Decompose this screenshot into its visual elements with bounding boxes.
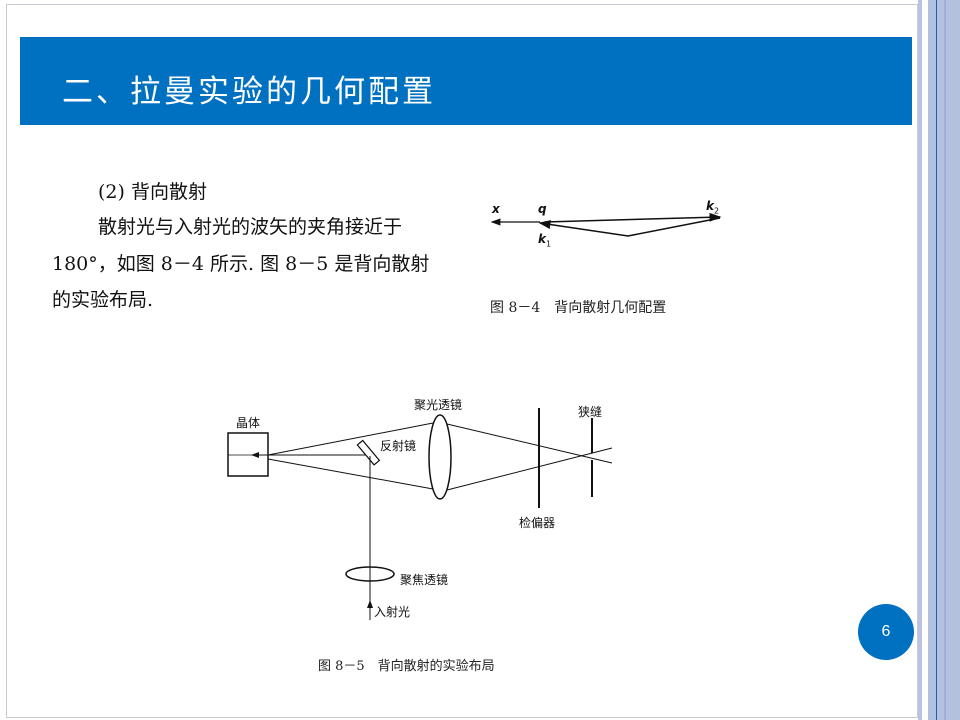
slide-title: 二、拉曼实验的几何配置: [62, 74, 436, 110]
body-line: 180°，如图 8－4 所示. 图 8－5 是背向散射: [52, 253, 430, 275]
figure-8-4-caption: 图 8－4 背向散射几何配置: [490, 300, 667, 316]
label-slit: 狭缝: [578, 405, 603, 419]
label-collecting-lens: 聚光透镜: [414, 398, 463, 412]
label-x: x: [492, 202, 500, 216]
decor-stripe: [918, 0, 922, 720]
label-crystal: 晶体: [236, 416, 261, 430]
k1-subscript: 1: [545, 239, 552, 249]
body-line: 的实验布局.: [52, 289, 154, 311]
mirror: [356, 439, 381, 466]
body-heading: (2) 背向散射: [98, 181, 207, 203]
k1-vector: [538, 217, 721, 237]
figure-8-5-diagram: [227, 408, 613, 620]
label-focusing-lens: 聚焦透镜: [400, 573, 449, 587]
decor-stripe: [936, 0, 937, 720]
k1-symbol: k: [538, 232, 546, 246]
slide-frame: [6, 4, 918, 718]
focusing-lens: [345, 566, 395, 582]
figure-8-5-caption: 图 8－5 背向散射的实验布局: [318, 659, 495, 674]
label-mirror: 反射镜: [380, 439, 417, 453]
label-analyzer: 检偏器: [519, 516, 556, 530]
collecting-lens: [428, 414, 452, 500]
label-k2: k2: [706, 199, 719, 215]
k2-vector: [544, 212, 722, 223]
label-incident-light: 入射光: [374, 605, 411, 619]
page-number-badge: 6: [858, 604, 914, 660]
k2-subscript: 2: [713, 206, 720, 216]
body-line: 散射光与入射光的波矢的夹角接近于: [98, 216, 403, 238]
label-k1: k1: [538, 232, 551, 248]
decor-stripe: [944, 0, 946, 720]
k2-symbol: k: [706, 199, 714, 213]
label-q: q: [538, 202, 547, 216]
title-bar: [20, 37, 912, 125]
